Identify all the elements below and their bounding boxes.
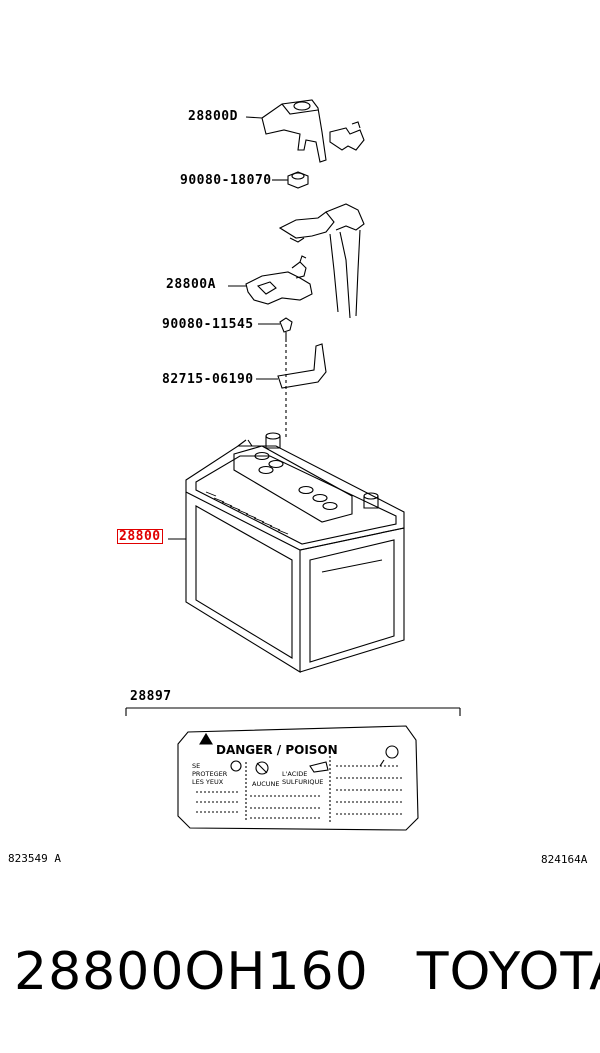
cable-terminal-drawing — [278, 203, 365, 319]
positive-terminal-drawing — [228, 255, 313, 305]
bolt-drawing — [258, 317, 293, 342]
nut-drawing — [272, 171, 309, 189]
diagram-code-right: 824164A — [541, 853, 588, 866]
part-label-28800-highlighted[interactable]: 28800 — [117, 529, 163, 544]
label-heading: DANGER / POISON — [216, 743, 338, 757]
part-label-82715-06190[interactable]: 82715-06190 — [162, 372, 254, 387]
battery-drawing — [168, 432, 405, 673]
label-col1-line2: PROTEGER — [192, 770, 228, 778]
clamp-drawing — [256, 343, 327, 440]
part-label-28800a[interactable]: 28800A — [166, 277, 216, 292]
warning-label-drawing: DANGER / POISON SE PROTEGER LES YEUX AUC… — [177, 725, 419, 831]
part-label-90080-11545[interactable]: 90080-11545 — [162, 317, 254, 332]
label-bracket-drawing — [125, 707, 461, 716]
label-col3-line2: SULFURIQUE — [282, 778, 323, 786]
part-label-28897[interactable]: 28897 — [130, 689, 172, 704]
part-label-28800d[interactable]: 28800D — [188, 109, 238, 124]
part-label-90080-18070[interactable]: 90080-18070 — [180, 173, 272, 188]
label-col3-line1: L'ACIDE — [282, 770, 307, 778]
label-col1-line3: LES YEUX — [192, 778, 224, 786]
label-col1-line1: SE — [192, 762, 200, 770]
footer-caption: 28800OH160 TOYOTA — [14, 942, 600, 1002]
footer-brand: TOYOTA — [416, 942, 600, 1002]
terminal-cover-drawing — [245, 99, 365, 163]
label-col2-text: AUCUNE — [252, 780, 279, 788]
diagram-code-left: 823549 A — [8, 852, 61, 865]
footer-part-number: 28800OH160 — [14, 942, 369, 1002]
